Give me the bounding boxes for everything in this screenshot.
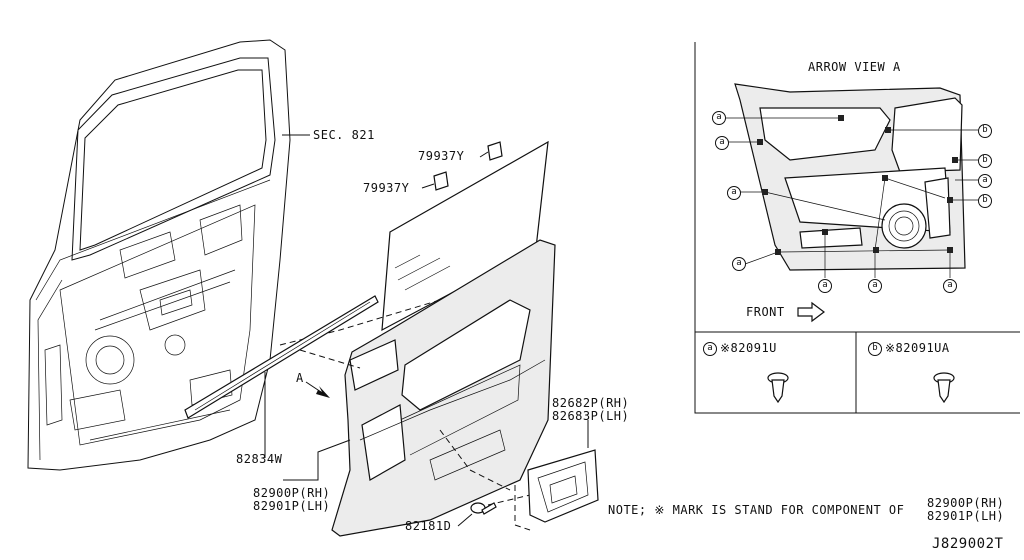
- weatherstrip: [184, 295, 379, 419]
- arrow-view-title: ARROW VIEW A: [808, 60, 901, 74]
- callout-b: b: [978, 194, 992, 208]
- legend-a-part: ※82091U: [720, 341, 777, 355]
- pull-handle: [527, 449, 599, 523]
- callout-a: a: [727, 186, 741, 200]
- label-weatherstrip: 82834W: [236, 452, 283, 466]
- note-lh: 82901P(LH): [927, 509, 1005, 523]
- label-trim-rh: 82900P(RH): [253, 486, 331, 500]
- callout-b: b: [978, 154, 992, 168]
- callout-a: a: [732, 257, 746, 271]
- label-trim-lh: 82901P(LH): [253, 499, 331, 513]
- label-front: FRONT: [746, 305, 785, 319]
- clip-82091u-drawing: [767, 372, 789, 404]
- diagram-id: J829002T: [932, 536, 1004, 552]
- callout-a: a: [943, 279, 957, 293]
- label-clip-79937y-lower: 79937Y: [363, 181, 410, 195]
- legend-b-part: ※82091UA: [885, 341, 950, 355]
- label-screw: 82181D: [405, 519, 452, 533]
- clip-79937y-upper: [487, 141, 503, 161]
- clip-82091ua-drawing: [933, 372, 955, 404]
- screw: [470, 502, 497, 515]
- callout-a: a: [978, 174, 992, 188]
- label-view-a: A: [296, 371, 304, 385]
- callout-a: a: [868, 279, 882, 293]
- note-text: NOTE; ※ MARK IS STAND FOR COMPONENT OF: [608, 503, 905, 517]
- arrow-view-panel: [734, 83, 966, 271]
- callout-a: a: [818, 279, 832, 293]
- arrow-view-box: [694, 42, 1020, 414]
- door-frame: [27, 39, 291, 471]
- clip-79937y-lower: [433, 171, 449, 191]
- clip-leaders: [726, 115, 980, 278]
- label-pull-lh: 82683P(LH): [552, 409, 630, 423]
- label-pull-rh: 82682P(RH): [552, 396, 630, 410]
- door-trim-panel: [331, 239, 556, 537]
- callout-b: b: [978, 124, 992, 138]
- front-arrow: [797, 301, 825, 323]
- note-rh: 82900P(RH): [927, 496, 1005, 510]
- view-a-arrow: [305, 381, 330, 398]
- legend-b-circle: b: [868, 342, 882, 356]
- label-sec-821: SEC. 821: [313, 128, 375, 142]
- callout-a: a: [712, 111, 726, 125]
- callout-a: a: [715, 136, 729, 150]
- legend-a-circle: a: [703, 342, 717, 356]
- label-clip-79937y-upper: 79937Y: [418, 149, 465, 163]
